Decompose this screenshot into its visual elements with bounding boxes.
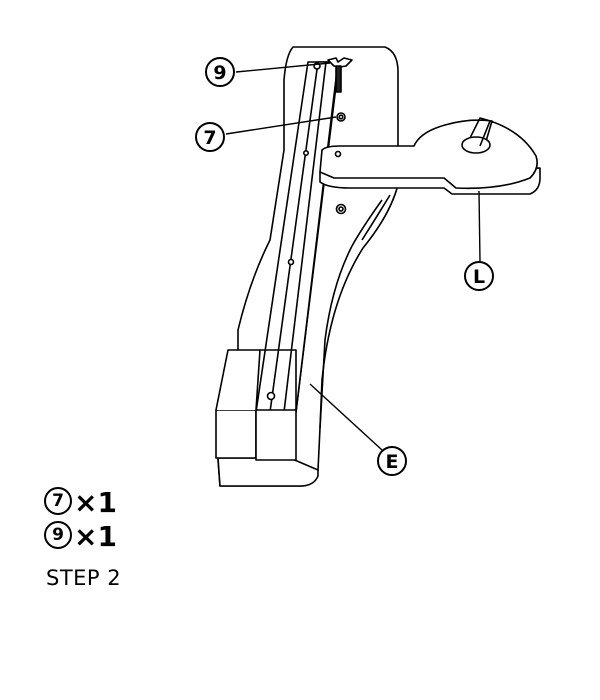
leader-line-L <box>478 190 481 263</box>
base-block-side <box>255 409 297 461</box>
step-label: STEP 2 <box>46 566 122 590</box>
callout-E-circle <box>377 446 407 476</box>
callout-9-circle <box>205 57 235 87</box>
leg-inner-curve-2 <box>361 194 391 241</box>
leader-line-9 <box>235 62 331 73</box>
parts-list-item: 7×1 <box>44 486 117 520</box>
callout-E-label: E <box>386 451 399 473</box>
leader-line-7 <box>225 116 337 135</box>
part-multiplier: × <box>74 520 98 553</box>
callout-L-circle <box>464 261 494 291</box>
callout-9-label: 9 <box>213 62 226 84</box>
callout-7-label: 7 <box>203 127 216 149</box>
parts-list: 7×1 9×1 <box>44 486 117 554</box>
part-quantity: 1 <box>97 520 117 553</box>
part-number-badge: 7 <box>44 487 72 515</box>
part-quantity: 1 <box>97 486 117 519</box>
base-block <box>215 409 257 459</box>
callout-L-label: L <box>473 266 485 288</box>
parts-list-item: 9×1 <box>44 520 117 554</box>
leg-inner-curve <box>319 199 383 429</box>
leg-foot <box>217 457 319 487</box>
callout-7-circle <box>195 122 225 152</box>
leader-line-E <box>309 383 383 451</box>
part-multiplier: × <box>74 486 98 519</box>
part-number-badge: 9 <box>44 521 72 549</box>
